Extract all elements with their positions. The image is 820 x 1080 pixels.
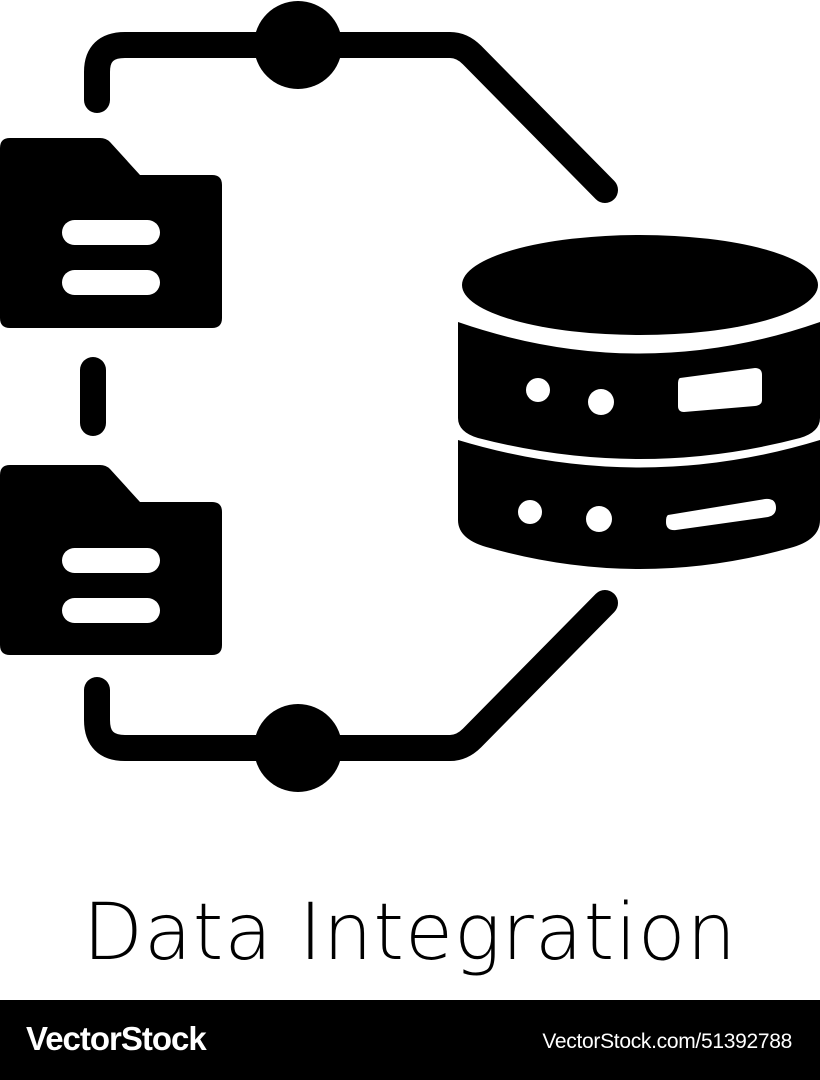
illustration-title: Data Integration <box>82 888 738 978</box>
top-node-circle <box>254 1 342 89</box>
database-icon <box>458 235 820 569</box>
bottom-node-circle <box>254 704 342 792</box>
data-integration-illustration <box>0 1 820 792</box>
top-connector <box>84 32 618 203</box>
brand-logo-text: VectorStock <box>26 1020 207 1057</box>
folder-icon-top <box>0 138 222 328</box>
folder-icon-bottom <box>0 465 222 655</box>
image-reference: VectorStock.com/51392788 <box>542 1030 792 1053</box>
footer-bar: VectorStock VectorStock.com/51392788 <box>0 1000 820 1080</box>
